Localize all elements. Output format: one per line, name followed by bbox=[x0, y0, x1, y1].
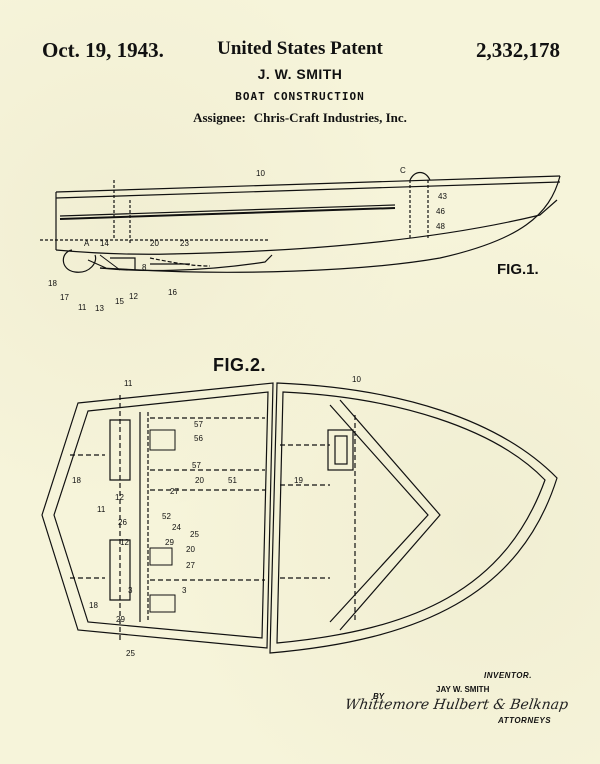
fig2-label: FIG.2. bbox=[213, 355, 267, 375]
fig1-ref: 10 bbox=[256, 169, 265, 178]
fig2-ref: 12 bbox=[115, 493, 124, 502]
fig2-ref: 52 bbox=[162, 512, 171, 521]
fig1-ref: 46 bbox=[436, 207, 445, 216]
fig1-ref: 18 bbox=[48, 279, 57, 288]
fig2-ref: 27 bbox=[170, 487, 179, 496]
fig1-reference-numerals: 10 C 43 46 48 A 14 20 23 8 18 17 11 13 1… bbox=[48, 166, 447, 313]
fig2-ref: 12 bbox=[120, 538, 129, 547]
fig1-ref: 23 bbox=[180, 239, 189, 248]
fig1-ref: 43 bbox=[438, 192, 447, 201]
fig2-ref: 24 bbox=[172, 523, 181, 532]
fig2-ref: 51 bbox=[228, 476, 237, 485]
by-label: BY bbox=[373, 692, 385, 701]
fig1-ref: 8 bbox=[142, 263, 147, 272]
fig1-ref: 15 bbox=[115, 297, 124, 306]
fig2-boat-plan-view bbox=[41, 382, 558, 654]
fig2-ref: 27 bbox=[186, 561, 195, 570]
assignee-name: Chris-Craft Industries, Inc. bbox=[253, 110, 407, 125]
fig1-ref: 16 bbox=[168, 288, 177, 297]
fig2-ref: 18 bbox=[89, 601, 98, 610]
attorney-signature: Whittemore Hulbert & Belknap bbox=[343, 697, 570, 713]
fig1-ref: 17 bbox=[60, 293, 69, 302]
fig2-ref: 26 bbox=[118, 518, 127, 527]
patent-date: Oct. 19, 1943. bbox=[42, 38, 164, 62]
fig2-ref: 20 bbox=[186, 545, 195, 554]
fig2-ref: 3 bbox=[182, 586, 187, 595]
fig1-ref: A bbox=[84, 239, 90, 248]
fig2-ref: 3 bbox=[128, 586, 133, 595]
fig2-ref: 29 bbox=[165, 538, 174, 547]
fig1-ref: 48 bbox=[436, 222, 445, 231]
patent-title: United States Patent bbox=[217, 38, 383, 59]
attorneys-label: ATTORNEYS bbox=[498, 716, 552, 725]
fig2-ref: 18 bbox=[72, 476, 81, 485]
fig1-ref: 11 bbox=[78, 303, 87, 312]
fig2-ref: 29 bbox=[116, 615, 125, 624]
inventor-name-footer: JAY W. SMITH bbox=[436, 685, 490, 694]
fig2-ref: 10 bbox=[352, 375, 361, 384]
fig2-ref: 56 bbox=[194, 434, 203, 443]
fig2-ref: 25 bbox=[190, 530, 199, 539]
fig1-ref: 13 bbox=[95, 304, 104, 313]
fig1-ref: 14 bbox=[100, 239, 109, 248]
inventor-label: INVENTOR. bbox=[484, 671, 532, 680]
patent-subject: BOAT CONSTRUCTION bbox=[235, 90, 365, 103]
fig2-reference-numerals: 10 11 57 56 57 18 20 51 27 12 52 26 11 2… bbox=[72, 375, 361, 658]
fig1-ref: 12 bbox=[129, 292, 138, 301]
fig2-ref: 19 bbox=[294, 476, 303, 485]
fig1-ref: 20 bbox=[150, 239, 159, 248]
fig1-boat-side-view bbox=[40, 171, 561, 273]
fig1-ref: C bbox=[400, 166, 406, 175]
fig1-label: FIG.1. bbox=[497, 261, 539, 278]
fig2-ref: 11 bbox=[97, 505, 106, 514]
assignee-line: Assignee: Chris-Craft Industries, Inc. bbox=[0, 110, 600, 126]
fig2-ref: 57 bbox=[194, 420, 203, 429]
fig2-ref: 25 bbox=[126, 649, 135, 658]
inventor-name-header: J. W. SMITH bbox=[257, 66, 343, 82]
fig2-ref: 11 bbox=[124, 379, 133, 388]
fig2-ref: 57 bbox=[192, 461, 201, 470]
patent-number: 2,332,178 bbox=[476, 38, 560, 62]
assignee-label: Assignee: bbox=[193, 110, 246, 125]
fig2-ref: 20 bbox=[195, 476, 204, 485]
